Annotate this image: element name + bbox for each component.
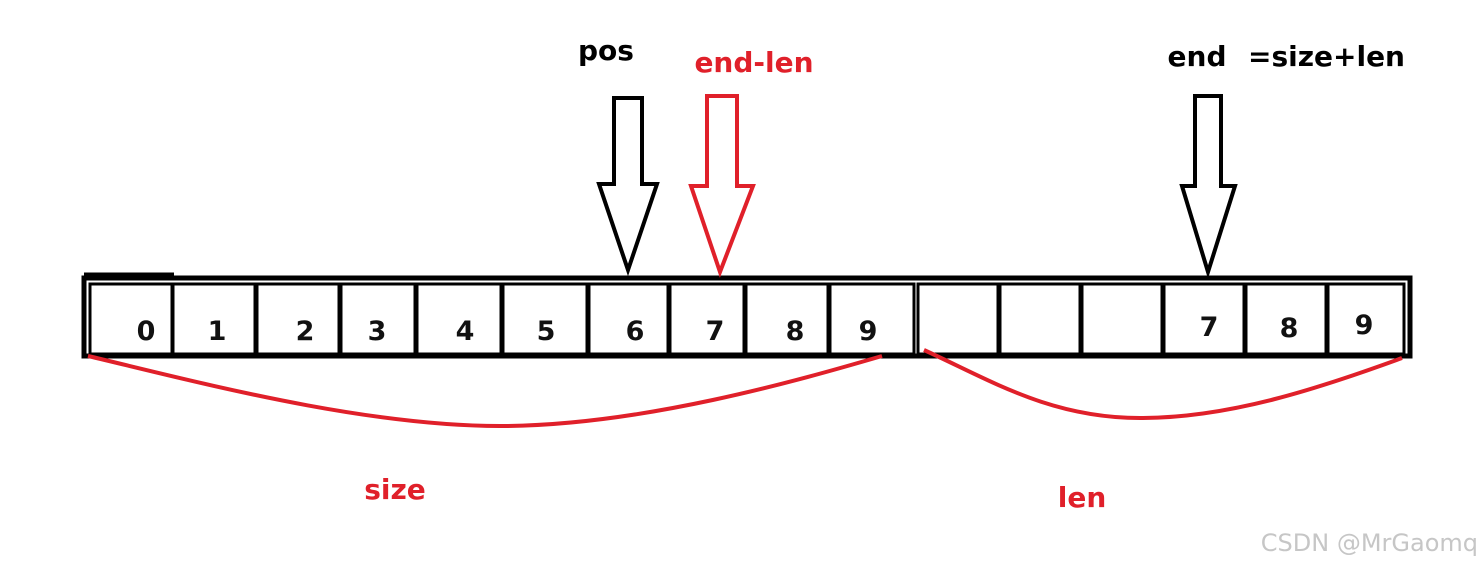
array-cell-value-6: 6 xyxy=(626,316,645,347)
array-cell-value-0: 0 xyxy=(137,316,156,347)
end-label: end xyxy=(1168,40,1227,73)
size-brace xyxy=(87,354,883,429)
end-len-arrow xyxy=(688,94,756,278)
array-cell-7 xyxy=(668,282,746,356)
end-formula-label: =size+len xyxy=(1248,40,1405,73)
array-cell-14 xyxy=(1244,282,1328,356)
array-cell-11 xyxy=(998,282,1082,356)
array-cell-value-7: 7 xyxy=(706,316,725,347)
array-cell-value-8: 8 xyxy=(786,316,805,347)
len-label: len xyxy=(1058,481,1107,514)
array-cell-value-5: 5 xyxy=(537,316,556,347)
array-cell-15 xyxy=(1326,282,1406,356)
array-cell-value-13: 7 xyxy=(1200,312,1219,343)
array-cell-6 xyxy=(587,282,670,356)
array-cell-value-4: 4 xyxy=(456,316,475,347)
array-cell-5 xyxy=(501,282,589,356)
pos-arrow xyxy=(596,96,660,277)
array-cell-value-14: 8 xyxy=(1280,313,1299,344)
end-arrow xyxy=(1179,94,1238,279)
array-cell-0 xyxy=(88,282,174,356)
array-cell-13 xyxy=(1162,282,1246,356)
array-cell-2 xyxy=(255,282,341,356)
array-cell-1 xyxy=(171,282,257,356)
watermark: CSDN @MrGaomq xyxy=(1260,529,1478,557)
end-len-label: end-len xyxy=(694,46,813,79)
array-cell-value-3: 3 xyxy=(368,316,387,347)
len-brace xyxy=(923,348,1403,421)
pos-label: pos xyxy=(578,34,634,67)
array-cell-12 xyxy=(1080,282,1164,356)
array-cell-value-9: 9 xyxy=(859,316,878,347)
array-cell-4 xyxy=(415,282,503,356)
array-cell-10 xyxy=(916,282,1000,356)
array-cell-3 xyxy=(339,282,417,356)
array-cell-value-15: 9 xyxy=(1355,310,1374,341)
array-cell-value-1: 1 xyxy=(208,316,227,347)
array-cell-9 xyxy=(828,282,916,356)
array-cell-8 xyxy=(744,282,830,356)
array-cells: 0 1 2 3 4 5 6 7 8 9 7 8 9 xyxy=(88,282,1406,356)
array-frame xyxy=(81,275,1413,359)
size-label: size xyxy=(364,473,426,506)
array-cell-value-2: 2 xyxy=(296,316,315,347)
